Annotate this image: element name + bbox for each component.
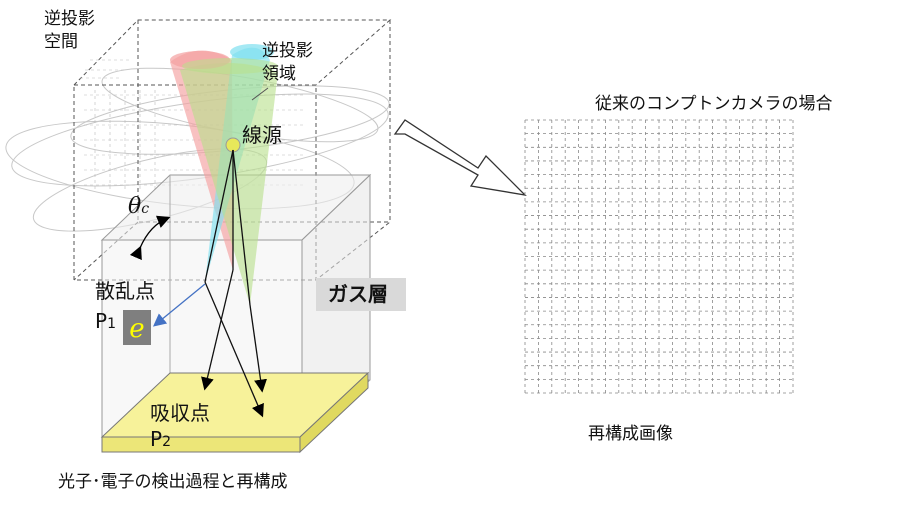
backprojection-space-label-line1: 逆投影 bbox=[44, 9, 95, 29]
scatter-angle-arrow bbox=[129, 215, 171, 261]
bottom-caption: 光子･電子の検出過程と再構成 bbox=[58, 472, 288, 492]
backprojection-space-label-line2: 空間 bbox=[44, 32, 78, 52]
source-label: 線源 bbox=[242, 123, 282, 147]
p2-subscript: 2 bbox=[162, 434, 171, 450]
gamma-tracks bbox=[201, 149, 267, 418]
backprojection-region-label-line1: 逆投影 bbox=[262, 41, 313, 61]
theta-c-label: θc bbox=[128, 194, 149, 219]
p1-subscript: 1 bbox=[107, 316, 116, 332]
absorption-point-label: 吸収点 bbox=[150, 401, 210, 425]
source-dot bbox=[225, 137, 241, 153]
conventional-title: 従来のコンプトンカメラの場合 bbox=[595, 94, 833, 114]
scatter-point-label: 散乱点 bbox=[95, 279, 155, 303]
p2-label: P2 bbox=[150, 428, 171, 451]
theta-symbol: θ bbox=[128, 194, 142, 219]
p1-label: P1 bbox=[95, 310, 116, 333]
reconstruction-grid bbox=[524, 119, 794, 394]
p2-letter: P bbox=[150, 427, 163, 451]
backprojection-region-label-line2: 領域 bbox=[262, 64, 296, 84]
p1-letter: P bbox=[95, 309, 108, 333]
transition-arrow bbox=[393, 119, 527, 196]
reconstruction-grid-lines bbox=[524, 119, 794, 394]
electron-label: e bbox=[123, 310, 151, 345]
theta-subscript: c bbox=[141, 201, 150, 217]
gas-layer-label-bg bbox=[316, 278, 406, 311]
backprojection-cones bbox=[170, 44, 278, 305]
absorber-plate bbox=[100, 371, 370, 454]
gas-layer-label: ガス層 bbox=[328, 282, 388, 306]
reconstruction-caption: 再構成画像 bbox=[588, 424, 673, 444]
electron-track bbox=[152, 283, 206, 327]
